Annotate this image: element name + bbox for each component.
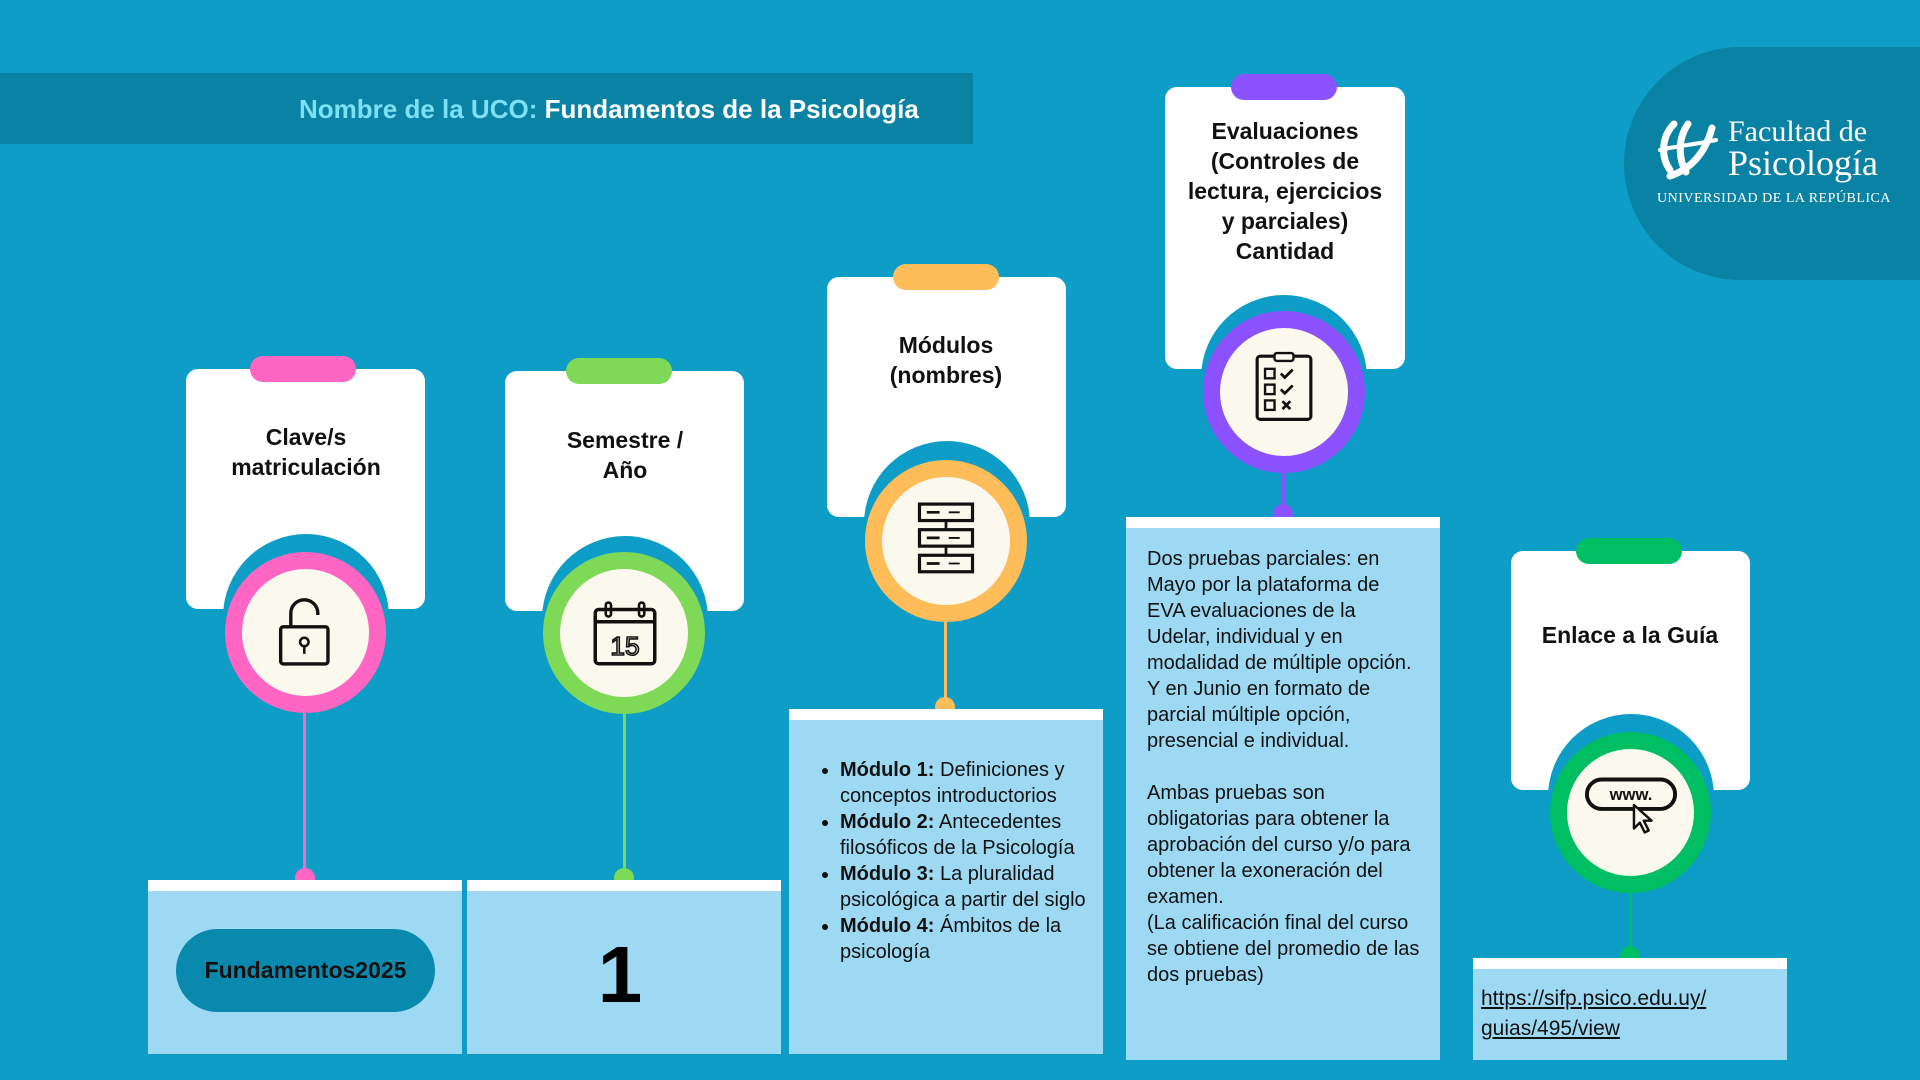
evaluaciones-card-title: Evaluaciones (Controles de lectura, ejer… — [1187, 118, 1383, 264]
evaluaciones-text-box — [1126, 517, 1440, 1060]
guia-icon-ring: www. — [1550, 732, 1711, 893]
clave-connector — [303, 713, 306, 875]
module-label: Módulo 3: — [840, 863, 935, 885]
modulos-connector — [944, 622, 947, 704]
modulos-card-title: Módulos (nombres) — [889, 332, 1003, 388]
module-label: Módulo 2: — [840, 811, 935, 833]
logo-text-line1: Facultad de — [1728, 115, 1868, 148]
page-title: Nombre de la UCO: Fundamentos de la Psic… — [299, 92, 919, 126]
list-item: Módulo 4: Ámbitos de la psicología — [840, 913, 1115, 965]
title-band — [0, 73, 973, 144]
evaluaciones-paragraph-1: Dos pruebas parciales: en Mayo por la pl… — [1147, 548, 1412, 752]
modulos-card-tab — [893, 264, 999, 290]
university-logo-icon — [1658, 120, 1718, 180]
evaluaciones-card-tab — [1231, 74, 1337, 100]
guide-link-line1[interactable]: https://sifp.psico.edu.uy/ — [1481, 987, 1707, 1010]
clave-icon-ring — [225, 552, 386, 713]
modulos-list: Módulo 1: Definiciones y conceptos intro… — [812, 757, 1115, 965]
module-text: Antecedentes filosóficos de la Psicologí… — [840, 811, 1075, 859]
evaluaciones-description: Dos pruebas parciales: en Mayo por la pl… — [1147, 546, 1422, 988]
uco-name: Fundamentos de la Psicología — [544, 94, 919, 124]
clave-value-pill: Fundamentos2025 — [176, 929, 435, 1012]
flowchart-icon — [917, 502, 975, 574]
module-text: Definiciones y conceptos introductorios — [840, 759, 1065, 807]
guide-link[interactable]: https://sifp.psico.edu.uy/ guias/495/vie… — [1481, 984, 1741, 1044]
modulos-icon-ring — [865, 460, 1027, 622]
module-text: Ámbitos de la psicología — [840, 915, 1062, 963]
list-item: Módulo 2: Antecedentes filosóficos de la… — [840, 809, 1115, 861]
list-item: Módulo 1: Definiciones y conceptos intro… — [840, 757, 1115, 809]
clave-card-tab — [250, 356, 356, 382]
evaluaciones-icon-ring — [1203, 311, 1365, 473]
semestre-connector — [623, 714, 626, 874]
guide-link-line2[interactable]: guias/495/view — [1481, 1017, 1620, 1040]
modulos-list-box — [789, 709, 1103, 1054]
padlock-icon — [278, 598, 330, 666]
checklist-icon — [1255, 351, 1313, 421]
module-label: Módulo 1: — [840, 759, 935, 781]
guia-link-box — [1473, 958, 1787, 1060]
semestre-card-tab — [566, 358, 672, 384]
evaluaciones-paragraph-2: Ambas pruebas son obligatorias para obte… — [1147, 782, 1411, 908]
guia-connector — [1629, 893, 1632, 953]
module-label: Módulo 4: — [840, 915, 935, 937]
guia-card-tab — [1576, 538, 1682, 564]
calendar-icon: 15 — [593, 601, 657, 666]
evaluaciones-paragraph-3: (La calificación final del curso se obti… — [1147, 912, 1420, 986]
evaluaciones-connector — [1282, 473, 1285, 513]
svg-text:www.: www. — [1609, 785, 1653, 804]
semestre-value: 1 — [597, 930, 643, 1019]
logo-text-line2: Psicología — [1728, 143, 1878, 183]
module-text: La pluralidad psicológica a partir del s… — [840, 863, 1086, 911]
clave-card-title: Clave/s matriculación — [231, 424, 381, 480]
semestre-value-box — [467, 880, 781, 1054]
guia-card-title: Enlace a la Guía — [1541, 622, 1719, 648]
logo-background — [1624, 47, 1920, 280]
www-cursor-icon: www. — [1584, 777, 1678, 834]
semestre-icon-ring: 15 — [543, 552, 705, 714]
svg-text:15: 15 — [610, 631, 639, 661]
semestre-card-title: Semestre / Año — [566, 427, 684, 483]
list-item: Módulo 3: La pluralidad psicológica a pa… — [840, 861, 1115, 913]
uco-label: Nombre de la UCO: — [299, 94, 538, 124]
logo-subtitle: UNIVERSIDAD DE LA REPÚBLICA — [1657, 191, 1891, 206]
